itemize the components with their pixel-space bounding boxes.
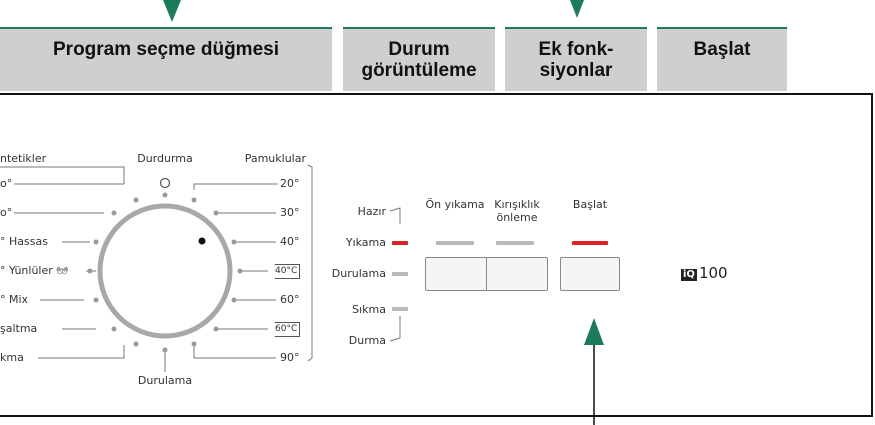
header-status-display: Durum görüntüleme bbox=[343, 27, 495, 91]
status-ready: Hazır bbox=[357, 205, 386, 218]
program-left-7[interactable]: kma bbox=[0, 351, 24, 364]
header-start-label: Başlat bbox=[693, 39, 751, 60]
model-number: 100 bbox=[698, 264, 728, 282]
start-label: Başlat bbox=[572, 198, 608, 211]
anticrease-button[interactable] bbox=[486, 257, 548, 291]
program-cotton-20[interactable]: 20° bbox=[280, 177, 300, 190]
program-left-2[interactable]: o° bbox=[0, 206, 13, 219]
program-cotton-30[interactable]: 30° bbox=[280, 206, 300, 219]
program-wool[interactable]: ° Yünlüler 👐︎ bbox=[0, 264, 69, 278]
dial-label-rinse: Durulama bbox=[137, 374, 193, 387]
header-extra-label: Ek fonk-siyonlar bbox=[538, 39, 614, 81]
prewash-led bbox=[436, 241, 474, 245]
program-delicates[interactable]: ° Hassas bbox=[0, 235, 48, 248]
status-led-washing bbox=[392, 241, 408, 245]
status-rinsing: Durulama bbox=[331, 267, 386, 280]
header-start: Başlat bbox=[657, 27, 787, 91]
prewash-button[interactable] bbox=[425, 257, 487, 291]
program-cotton-40-eco[interactable]: 40°C bbox=[271, 264, 301, 279]
status-led-rinsing bbox=[392, 272, 408, 276]
start-button[interactable] bbox=[560, 257, 620, 291]
header-program-label: Program seçme düğmesi bbox=[53, 39, 279, 60]
status-led-spin bbox=[392, 307, 408, 311]
program-left-1[interactable]: o° bbox=[0, 177, 13, 190]
anticrease-led bbox=[496, 241, 534, 245]
control-panel bbox=[0, 93, 873, 417]
start-led bbox=[572, 241, 608, 245]
status-washing: Yıkama bbox=[345, 236, 386, 249]
program-cotton-60-eco[interactable]: 60°C bbox=[271, 322, 301, 337]
anticrease-label: Kırışıklık önleme bbox=[494, 198, 540, 224]
program-cotton-40[interactable]: 40° bbox=[280, 235, 300, 248]
prewash-label: Ön yıkama bbox=[425, 198, 485, 211]
program-mix[interactable]: ° Mix bbox=[0, 293, 29, 306]
header-extra-functions: Ek fonk-siyonlar bbox=[505, 27, 647, 91]
program-cotton-90[interactable]: 90° bbox=[280, 351, 300, 364]
iq-logo: iQ bbox=[681, 269, 697, 281]
header-status-label: Durum görüntüleme bbox=[361, 39, 477, 81]
header-program-selector: Program seçme düğmesi bbox=[0, 27, 332, 91]
dial-label-stop: Durdurma bbox=[137, 152, 193, 165]
program-cotton-60[interactable]: 60° bbox=[280, 293, 300, 306]
status-stop: Durma bbox=[348, 334, 386, 347]
hand-wash-icon: 👐︎ bbox=[52, 266, 69, 277]
arrow-down-program bbox=[163, 0, 181, 22]
status-spin: Sıkma bbox=[352, 303, 386, 316]
dial-group-cottons: Pamuklular bbox=[244, 152, 306, 165]
arrow-up-start-head bbox=[584, 318, 604, 345]
program-wool-label: ° Yünlüler bbox=[0, 264, 53, 277]
program-left-6[interactable]: şaltma bbox=[0, 322, 38, 335]
arrow-down-extra bbox=[570, 0, 584, 18]
dial-group-synthetics: ntetikler bbox=[0, 152, 47, 165]
